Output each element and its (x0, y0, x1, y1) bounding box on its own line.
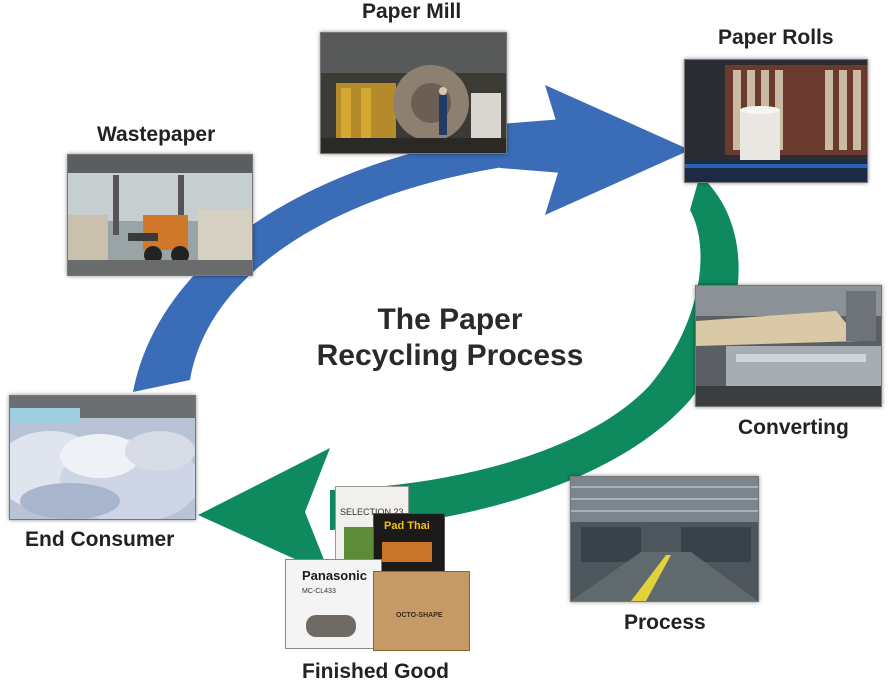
label-paper-rolls: Paper Rolls (718, 26, 834, 49)
paper-rolls-photo (684, 59, 868, 183)
green-arrowhead (198, 448, 330, 575)
blue-arrow-neck (500, 116, 600, 176)
paper-mill-photo (320, 32, 507, 154)
converting-photo (695, 285, 882, 407)
diagram-title: The Paper Recycling Process (300, 302, 600, 374)
label-finished-good: Finished Good (302, 660, 449, 682)
green-arrow-arc (330, 175, 739, 530)
panasonic-model-text: MC-CL433 (302, 588, 336, 595)
label-wastepaper: Wastepaper (97, 123, 216, 146)
end-consumer-photo (9, 395, 196, 520)
panasonic-box: Panasonic MC-CL433 (285, 559, 382, 649)
pad-thai-box: Pad Thai (373, 513, 445, 575)
label-end-consumer: End Consumer (25, 528, 175, 551)
process-photo (570, 476, 759, 602)
wastepaper-photo (67, 154, 253, 276)
selection-box-text: SELECTION 23 (340, 507, 404, 517)
title-line-2: Recycling Process (316, 339, 584, 372)
pad-thai-text: Pad Thai (384, 520, 430, 532)
title-line-1: The Paper (377, 303, 523, 336)
octo-shape-box: OCTO-SHAPE (373, 571, 470, 651)
panasonic-text: Panasonic (302, 568, 368, 583)
label-converting: Converting (738, 416, 849, 439)
label-process: Process (624, 611, 706, 634)
finished-good-products: SELECTION 23 Pad Thai Panasonic MC-CL433… (285, 486, 475, 656)
octo-shape-text: OCTO-SHAPE (396, 612, 443, 619)
label-paper-mill: Paper Mill (362, 0, 462, 23)
